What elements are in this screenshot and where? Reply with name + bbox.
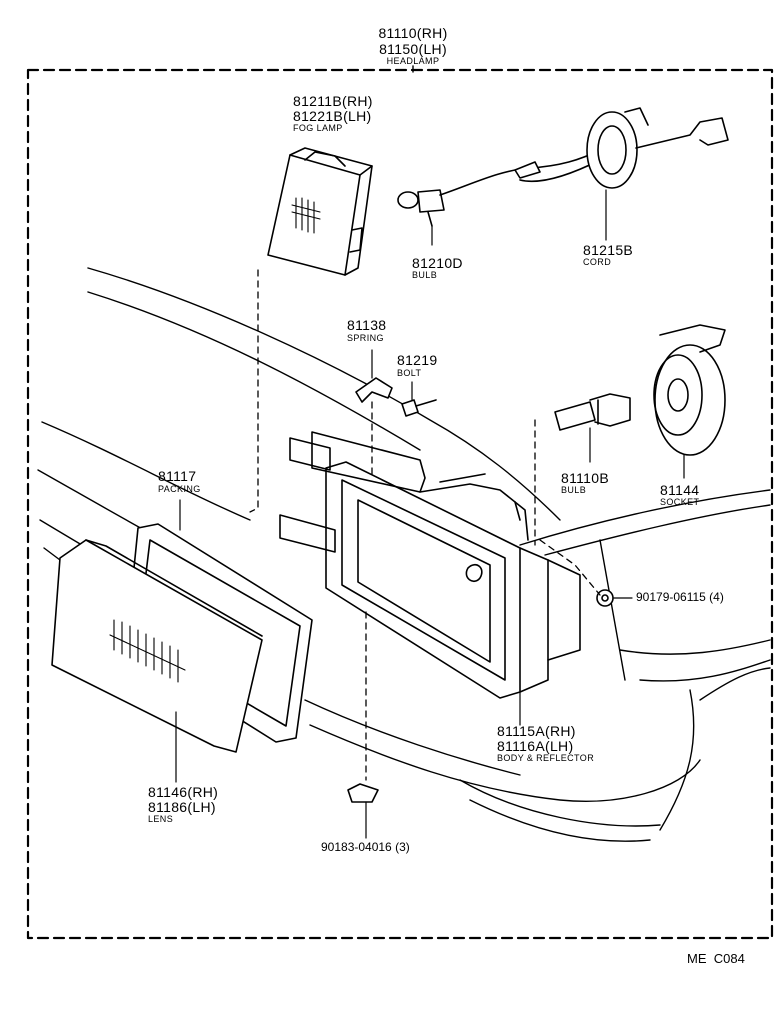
body-and-reflector[interactable] (279, 431, 581, 699)
packing-part-number: 81117 (158, 468, 197, 484)
cord-harness[interactable] (439, 107, 729, 196)
fog-lamp-part-number-lh: 81221B(LH) (293, 108, 372, 124)
fog-lamp-bulb[interactable] (397, 189, 445, 227)
fog-lamp-name: FOG LAMP (293, 123, 343, 133)
socket-name: SOCKET (660, 497, 700, 507)
bolt-part-number: 81219 (397, 352, 438, 368)
fog-lamp-part-number-rh: 81211B(RH) (293, 93, 373, 109)
socket-part-number: 81144 (660, 482, 700, 498)
headlamp-bulb[interactable] (554, 393, 631, 431)
fog-lamp-dashed-guide (249, 269, 259, 513)
headlamp-lens[interactable] (51, 539, 263, 753)
body-reflector-part-number-lh: 81116A(LH) (497, 738, 574, 754)
assembly-boundary (26, 68, 774, 940)
headlamp-socket[interactable] (653, 324, 726, 456)
fog-lamp[interactable] (267, 147, 373, 276)
nut-dashed-guide (539, 539, 601, 596)
cord-part-number: 81215B (583, 242, 634, 258)
fog-bulb-part-number: 81210D (412, 255, 463, 271)
nut[interactable] (596, 589, 614, 607)
body-reflector-part-number-rh: 81115A(RH) (497, 723, 576, 739)
headlamp-part-number-rh: 81110(RH) (378, 25, 448, 41)
headlamp-bulb-part-number: 81110B (561, 470, 609, 486)
bolt[interactable] (401, 399, 437, 417)
body-reflector-name: BODY & REFLECTOR (497, 753, 595, 763)
headlamp-part-number-lh: 81150(LH) (379, 41, 447, 57)
clip[interactable] (347, 783, 379, 803)
spring-part-number: 81138 (347, 317, 387, 333)
headlamp-name: HEADLAMP (386, 56, 440, 66)
nut-part-number: 90179-06115 (4) (636, 590, 724, 604)
lens-part-number-lh: 81186(LH) (148, 799, 216, 815)
vehicle-body-lines (37, 267, 771, 842)
spring-name: SPRING (347, 333, 384, 343)
bolt-name: BOLT (397, 368, 422, 378)
spring-clip[interactable] (355, 377, 393, 403)
packing-name: PACKING (158, 484, 201, 494)
fog-bulb-name: BULB (412, 270, 438, 280)
cord-name: CORD (583, 257, 612, 267)
headlamp-bulb-name: BULB (561, 485, 587, 495)
lens-part-number-rh: 81146(RH) (148, 784, 219, 800)
diagram-code: ME C084 (687, 951, 745, 966)
clip-part-number: 90183-04016 (3) (321, 840, 410, 854)
lens-name: LENS (148, 814, 174, 824)
